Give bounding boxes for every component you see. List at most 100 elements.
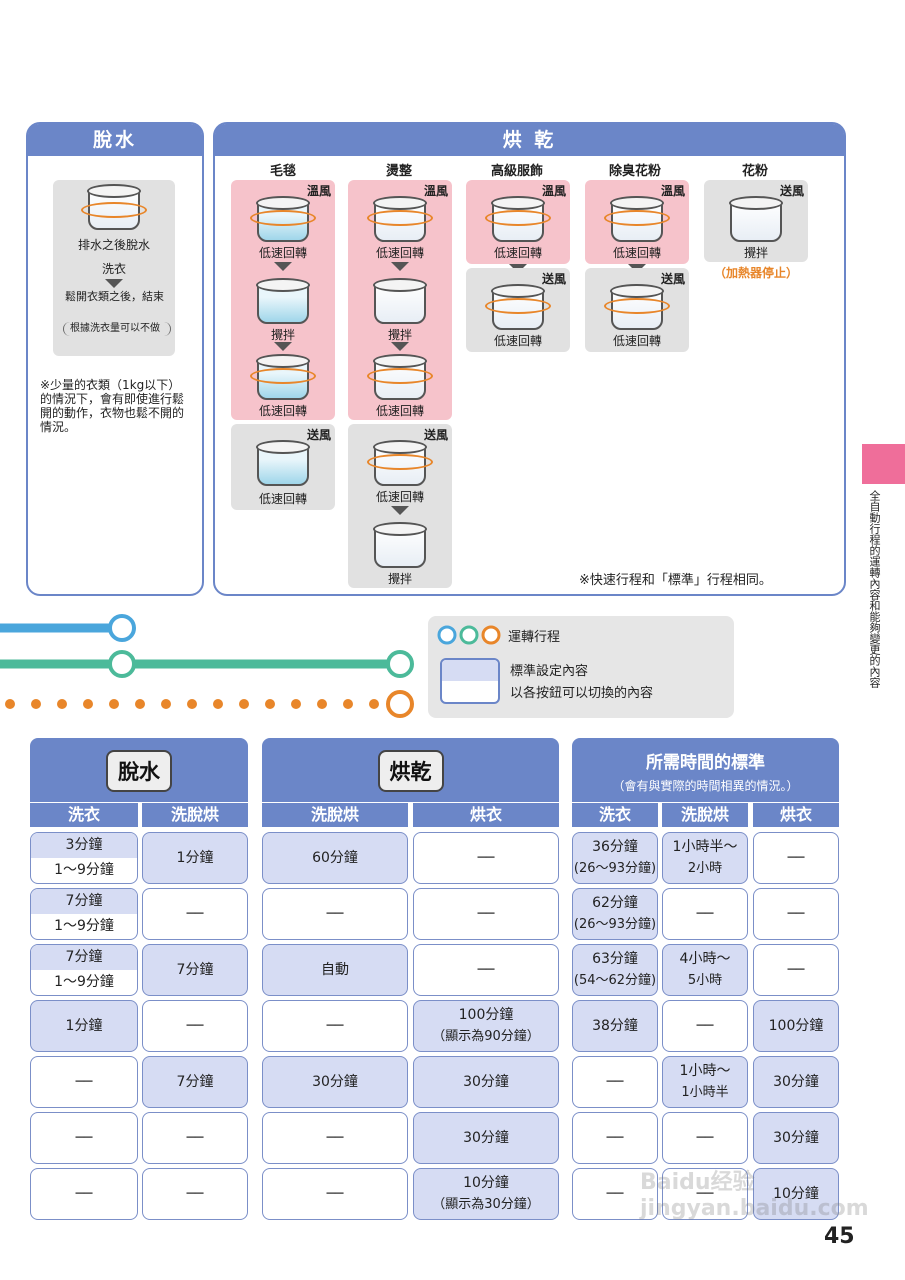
cell-sub-value: （顯示為90分鐘） <box>432 1029 540 1044</box>
rotation-arrow-icon <box>604 298 670 314</box>
cell-value: ── <box>326 1185 344 1202</box>
table-cell: 自動 <box>262 944 408 996</box>
down-arrow-icon <box>391 342 409 351</box>
cell-value: 38分鐘 <box>592 1017 638 1034</box>
cell-sub-value: （顯示為30分鐘） <box>432 1197 540 1212</box>
rotation-arrow-icon <box>604 210 670 226</box>
cell-value: 7分鐘 <box>176 1073 214 1090</box>
table-cell: ── <box>662 1168 748 1220</box>
cell-sub-value: 1小時半 <box>681 1085 729 1100</box>
table-subtitle: （會有與實際的時間相異的情況。） <box>612 779 799 793</box>
down-arrow-icon <box>274 342 292 351</box>
cell-value: 4小時～ <box>679 951 731 967</box>
cell-value: ── <box>696 905 714 922</box>
cell-value: ── <box>696 1017 714 1034</box>
table-cell: ── <box>142 1168 248 1220</box>
spin-line-end-icon <box>386 650 414 678</box>
drum-icon <box>373 278 427 324</box>
side-tab-text: 全自動行程的運轉內容和能夠變更的內容 <box>868 490 881 688</box>
table-cell: ── <box>30 1056 138 1108</box>
table-cell: ── <box>572 1168 658 1220</box>
dry-column-blanket: 毛毯 <box>269 164 296 179</box>
cell-value: ── <box>787 961 805 978</box>
iron-blow-stage: 送風 低速回轉 攪拌 <box>348 424 452 588</box>
rotation-arrow-icon <box>367 210 433 226</box>
spin-panel-title: 脫水 <box>28 124 202 156</box>
cell-value: ── <box>326 1129 344 1146</box>
table-title-wrap: 烘乾 <box>262 750 559 792</box>
watermark: Baidu经验 jingyan.baidu.com <box>640 1170 869 1221</box>
cell-value: ── <box>326 905 344 922</box>
table-cell: ── <box>753 888 839 940</box>
cell-value: ── <box>477 905 495 922</box>
cell-value: 100分鐘 <box>458 1007 514 1023</box>
spin-step-box: 排水之後脫水 洗衣 鬆開衣類之後，結束 根據洗衣量可以不做 <box>53 180 175 356</box>
table-cell: 30分鐘 <box>413 1056 559 1108</box>
table-cell: ── <box>413 944 559 996</box>
table-cell: ── <box>662 1000 748 1052</box>
table-cell: 100分鐘 <box>753 1000 839 1052</box>
drum-icon <box>373 522 427 568</box>
table-cell: ── <box>142 888 248 940</box>
column-header: 烘衣 <box>413 803 559 827</box>
table-cell: 1小時半～2小時 <box>662 832 748 884</box>
cell-value: 30分鐘 <box>773 1129 819 1146</box>
cell-value: ── <box>75 1129 93 1146</box>
deodorize-warm-stage: 溫風 低速回轉 <box>585 180 689 264</box>
rotation-arrow-icon <box>81 202 147 218</box>
rotation-arrow-icon <box>250 368 316 384</box>
blow-air-label: 送風 <box>660 272 685 286</box>
column-header: 烘衣 <box>753 803 839 827</box>
cell-value: ── <box>787 849 805 866</box>
table-cell: 1分鐘 <box>30 1000 138 1052</box>
side-tab <box>862 444 905 484</box>
table-cell: 30分鐘 <box>753 1112 839 1164</box>
cell-range-value: 1～9分鐘 <box>54 862 114 878</box>
cell-value: ── <box>326 1017 344 1034</box>
cell-sub-value: (54～62分鐘) <box>573 973 657 988</box>
iron-warm-stage: 溫風 低速回轉 攪拌 低速回轉 <box>348 180 452 420</box>
table-header-spin: 脫水 <box>30 738 248 802</box>
cell-value: ── <box>606 1185 624 1202</box>
cell-value: 30分鐘 <box>312 1073 358 1090</box>
spin-step-optional-note: 根據洗衣量可以不做 <box>63 322 171 336</box>
table-header-time: 所需時間的標準（會有與實際的時間相異的情況。） <box>572 738 839 802</box>
cell-value: ── <box>606 1073 624 1090</box>
table-cell: ── <box>572 1112 658 1164</box>
legend-circles-icon <box>437 625 501 645</box>
stir-label: 攪拌 <box>743 246 768 260</box>
table-cell: 10分鐘（顯示為30分鐘） <box>413 1168 559 1220</box>
table-cell: 30分鐘 <box>262 1056 408 1108</box>
cell-value: 30分鐘 <box>773 1073 819 1090</box>
stir-label: 攪拌 <box>270 328 295 342</box>
table-cell: ── <box>662 1112 748 1164</box>
table-cell: 36分鐘(26～93分鐘) <box>572 832 658 884</box>
table-cell: ── <box>262 1168 408 1220</box>
cell-value: 自動 <box>321 961 349 978</box>
table-cell: ── <box>30 1112 138 1164</box>
table-title: 脫水 <box>106 750 172 792</box>
spin-step-drain: 排水之後脫水 <box>77 238 150 252</box>
rotation-arrow-icon <box>485 210 551 226</box>
spin-line-node-icon <box>108 650 136 678</box>
fine-blow-stage: 送風 低速回轉 <box>466 268 570 352</box>
cell-value: ── <box>787 905 805 922</box>
legend-switchable: 以各按鈕可以切換的內容 <box>510 686 654 701</box>
table-cell: ── <box>262 888 408 940</box>
table-cell: ── <box>262 1000 408 1052</box>
cell-value: ── <box>75 1185 93 1202</box>
drum-icon <box>729 196 783 242</box>
table-cell: 63分鐘(54～62分鐘) <box>572 944 658 996</box>
table-header-dry: 烘乾 <box>262 738 559 802</box>
table-title-wrap: 脫水 <box>30 750 248 792</box>
cell-value: 1分鐘 <box>65 1017 103 1034</box>
cell-range-value: 1～9分鐘 <box>54 918 114 934</box>
low-speed-label: 低速回轉 <box>258 404 307 418</box>
cell-standard-value: 3分鐘 <box>31 833 137 858</box>
dry-panel-title: 烘 乾 <box>215 124 844 156</box>
table-cell: ── <box>413 888 559 940</box>
cell-value: 1小時～ <box>679 1063 731 1079</box>
heater-stop-label: （加熱器停止） <box>713 266 798 280</box>
table-cell: 60分鐘 <box>262 832 408 884</box>
